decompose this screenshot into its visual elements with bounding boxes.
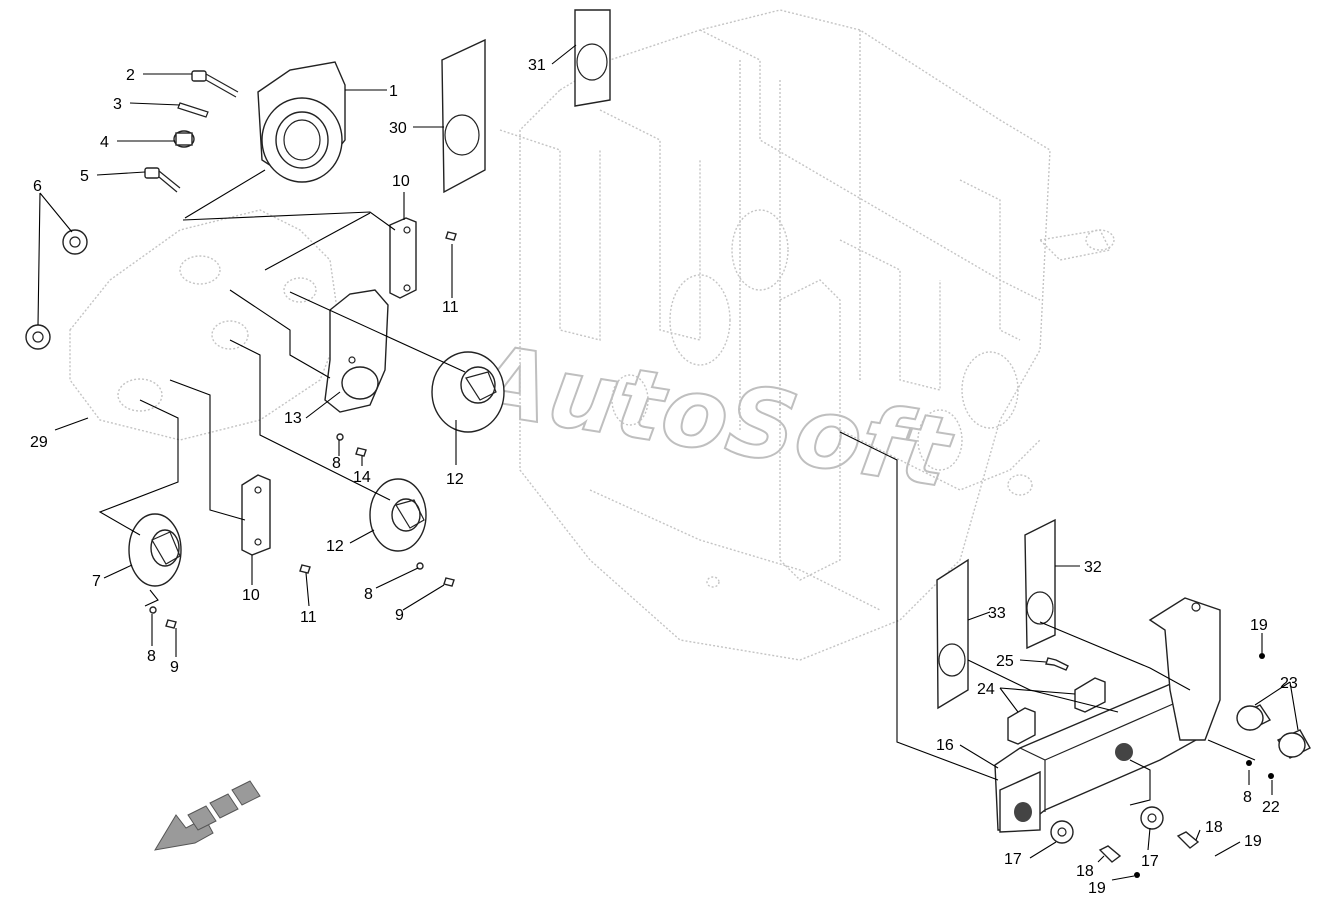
callout-18-right: 18: [1205, 819, 1223, 836]
callout-7: 7: [92, 573, 101, 590]
part-guard-13: [324, 289, 389, 413]
part-nut-22: [1268, 773, 1274, 779]
part-block-24-upper: [1074, 677, 1106, 713]
callout-29: 29: [30, 434, 48, 451]
part-flange-12-lower: [369, 478, 427, 552]
part-beam-16: [994, 597, 1221, 833]
callout-22: 22: [1262, 799, 1280, 816]
callout-19-top: 19: [1250, 617, 1268, 634]
part-bushing-23: [1236, 704, 1311, 759]
part-block-24-lower: [1007, 707, 1036, 745]
callout-13: 13: [284, 410, 302, 427]
callout-32: 32: [1084, 559, 1102, 576]
callout-10-upper: 10: [392, 173, 410, 190]
callout-24: 24: [977, 681, 995, 698]
part-nut-19-bottom: [1134, 872, 1140, 878]
part-bushing-4: [173, 130, 195, 148]
part-nut-6-lower: [25, 324, 51, 350]
part-block-10-upper: [389, 217, 417, 299]
part-pin-3: [177, 102, 209, 118]
part-washer-8-lower-right: [416, 562, 424, 570]
part-plate-33: [936, 558, 969, 710]
part-washer-8-mid: [336, 433, 344, 441]
callout-11-upper: 11: [442, 299, 459, 316]
part-washer-8-left: [149, 606, 157, 614]
callout-12-upper: 12: [446, 471, 464, 488]
part-housing: [257, 61, 346, 183]
part-washer-17-left: [1050, 820, 1074, 844]
watermark: AutoSoft: [461, 323, 960, 510]
callout-4: 4: [100, 134, 109, 151]
part-plate-31: [574, 9, 611, 107]
callout-30: 30: [389, 120, 407, 137]
part-bolt-18-right: [1176, 831, 1200, 849]
background-frame: [69, 9, 1115, 661]
callout-3: 3: [113, 96, 122, 113]
callout-8-left: 8: [147, 648, 156, 665]
callout-16: 16: [936, 737, 954, 754]
part-screw-9-lower-right: [443, 577, 455, 587]
part-plate-30: [441, 38, 486, 194]
part-block-10-lower: [241, 474, 271, 556]
part-screw-11-upper: [445, 231, 457, 241]
leader-lines: [37, 44, 1299, 881]
callout-6: 6: [33, 178, 42, 195]
part-washer-17-right: [1140, 806, 1164, 830]
callout-14: 14: [353, 469, 371, 486]
callout-1: 1: [389, 83, 398, 100]
callout-9-left: 9: [170, 659, 179, 676]
callout-5: 5: [80, 168, 89, 185]
part-nut-19-top: [1259, 653, 1265, 659]
callout-23: 23: [1280, 675, 1298, 692]
part-screw-14: [355, 447, 367, 457]
callout-8-mid: 8: [332, 455, 341, 472]
part-washer-8-right: [1246, 760, 1252, 766]
callout-31: 31: [528, 57, 546, 74]
callout-11-lower: 11: [300, 609, 317, 626]
part-screw-9-left: [165, 619, 177, 629]
part-bolt-5: [144, 167, 181, 193]
callout-17-left: 17: [1004, 851, 1022, 868]
callout-10-lower: 10: [242, 587, 260, 604]
part-screw-11-lower: [299, 564, 311, 574]
part-nut-6-upper: [62, 229, 88, 255]
callout-17-right: 17: [1141, 853, 1159, 870]
callout-19-right: 19: [1244, 833, 1262, 850]
front-direction-arrow: [154, 780, 261, 851]
callout-19-bottom: 19: [1088, 880, 1106, 897]
callout-8-lower-right: 8: [364, 586, 373, 603]
callout-18-left: 18: [1076, 863, 1094, 880]
part-bolt-18-left: [1098, 845, 1122, 863]
callout-8-right: 8: [1243, 789, 1252, 806]
callouts: 1 2 3 4 5 6 29 30 31 10 11 13 8 14 12 12…: [30, 57, 1298, 897]
part-plate-32: [1024, 518, 1056, 650]
callout-33: 33: [988, 605, 1006, 622]
callout-12-lower: 12: [326, 538, 344, 555]
callout-25: 25: [996, 653, 1014, 670]
part-bolt-2: [191, 70, 239, 98]
callout-9-lower-right: 9: [395, 607, 404, 624]
part-flange-7: [128, 513, 182, 587]
parts: [25, 9, 1311, 878]
part-flange-12-upper: [431, 351, 505, 433]
callout-2: 2: [126, 67, 135, 84]
part-screw-25: [1045, 657, 1069, 671]
